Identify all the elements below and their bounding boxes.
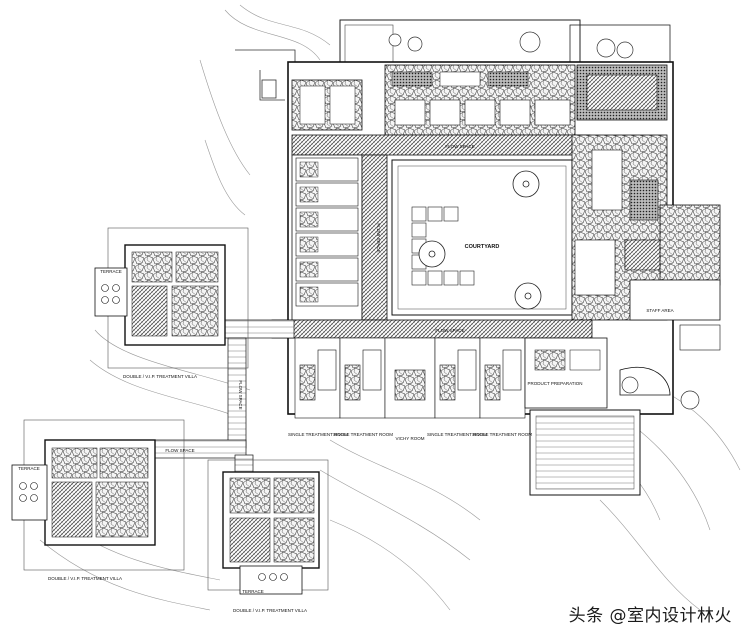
villa-2 bbox=[11, 419, 185, 571]
flow-space-north-label: FLOW SPACE bbox=[445, 144, 474, 149]
south-east-plaza bbox=[529, 366, 700, 496]
terrace-lower-left-label: TERRACE bbox=[18, 466, 40, 471]
staff-area-label: STAFF AREA bbox=[646, 308, 673, 313]
terrace-left-label: TERRACE bbox=[100, 269, 122, 274]
south-rooms bbox=[294, 337, 526, 419]
flow-space-south-label: FLOW SPACE bbox=[435, 328, 464, 333]
room-4-label: SINGLE TREATMENT ROOM bbox=[427, 432, 487, 437]
villa-3-label: DOUBLE / V.I.P. TREATMENT VILLA bbox=[233, 608, 307, 613]
courtyard-pavers bbox=[411, 206, 475, 286]
room-3-label: VICHY ROOM bbox=[396, 436, 425, 441]
villa-2-label: DOUBLE / V.I.P. TREATMENT VILLA bbox=[48, 576, 122, 581]
villa-1 bbox=[94, 227, 249, 369]
north-terrace bbox=[339, 19, 671, 66]
room-2-label: SINGLE TREATMENT ROOM bbox=[333, 432, 393, 437]
room-5-label: SINGLE TREATMENT ROOM bbox=[472, 432, 532, 437]
main-building bbox=[271, 61, 721, 419]
watermark: 头条 @室内设计林火 bbox=[568, 606, 732, 626]
flow-space-west-label: FLOW SPACE bbox=[376, 223, 381, 252]
terrace-bottom-label: TERRACE bbox=[242, 589, 264, 594]
courtyard-label: COURTYARD bbox=[465, 244, 500, 250]
villa-1-label: DOUBLE / V.I.P. TREATMENT VILLA bbox=[123, 374, 197, 379]
site-walls-upper-left bbox=[235, 49, 296, 101]
villa-3 bbox=[207, 459, 329, 595]
courtyard-trees bbox=[418, 170, 542, 310]
flow-space-lower-label: FLOW SPACE bbox=[165, 448, 194, 453]
room-1-label: SINGLE TREATMENT ROOM bbox=[288, 432, 348, 437]
flow-space-vertical-label: FLOW SPACE bbox=[238, 380, 243, 409]
product-prep-label: PRODUCT PREPARATION bbox=[527, 381, 582, 386]
